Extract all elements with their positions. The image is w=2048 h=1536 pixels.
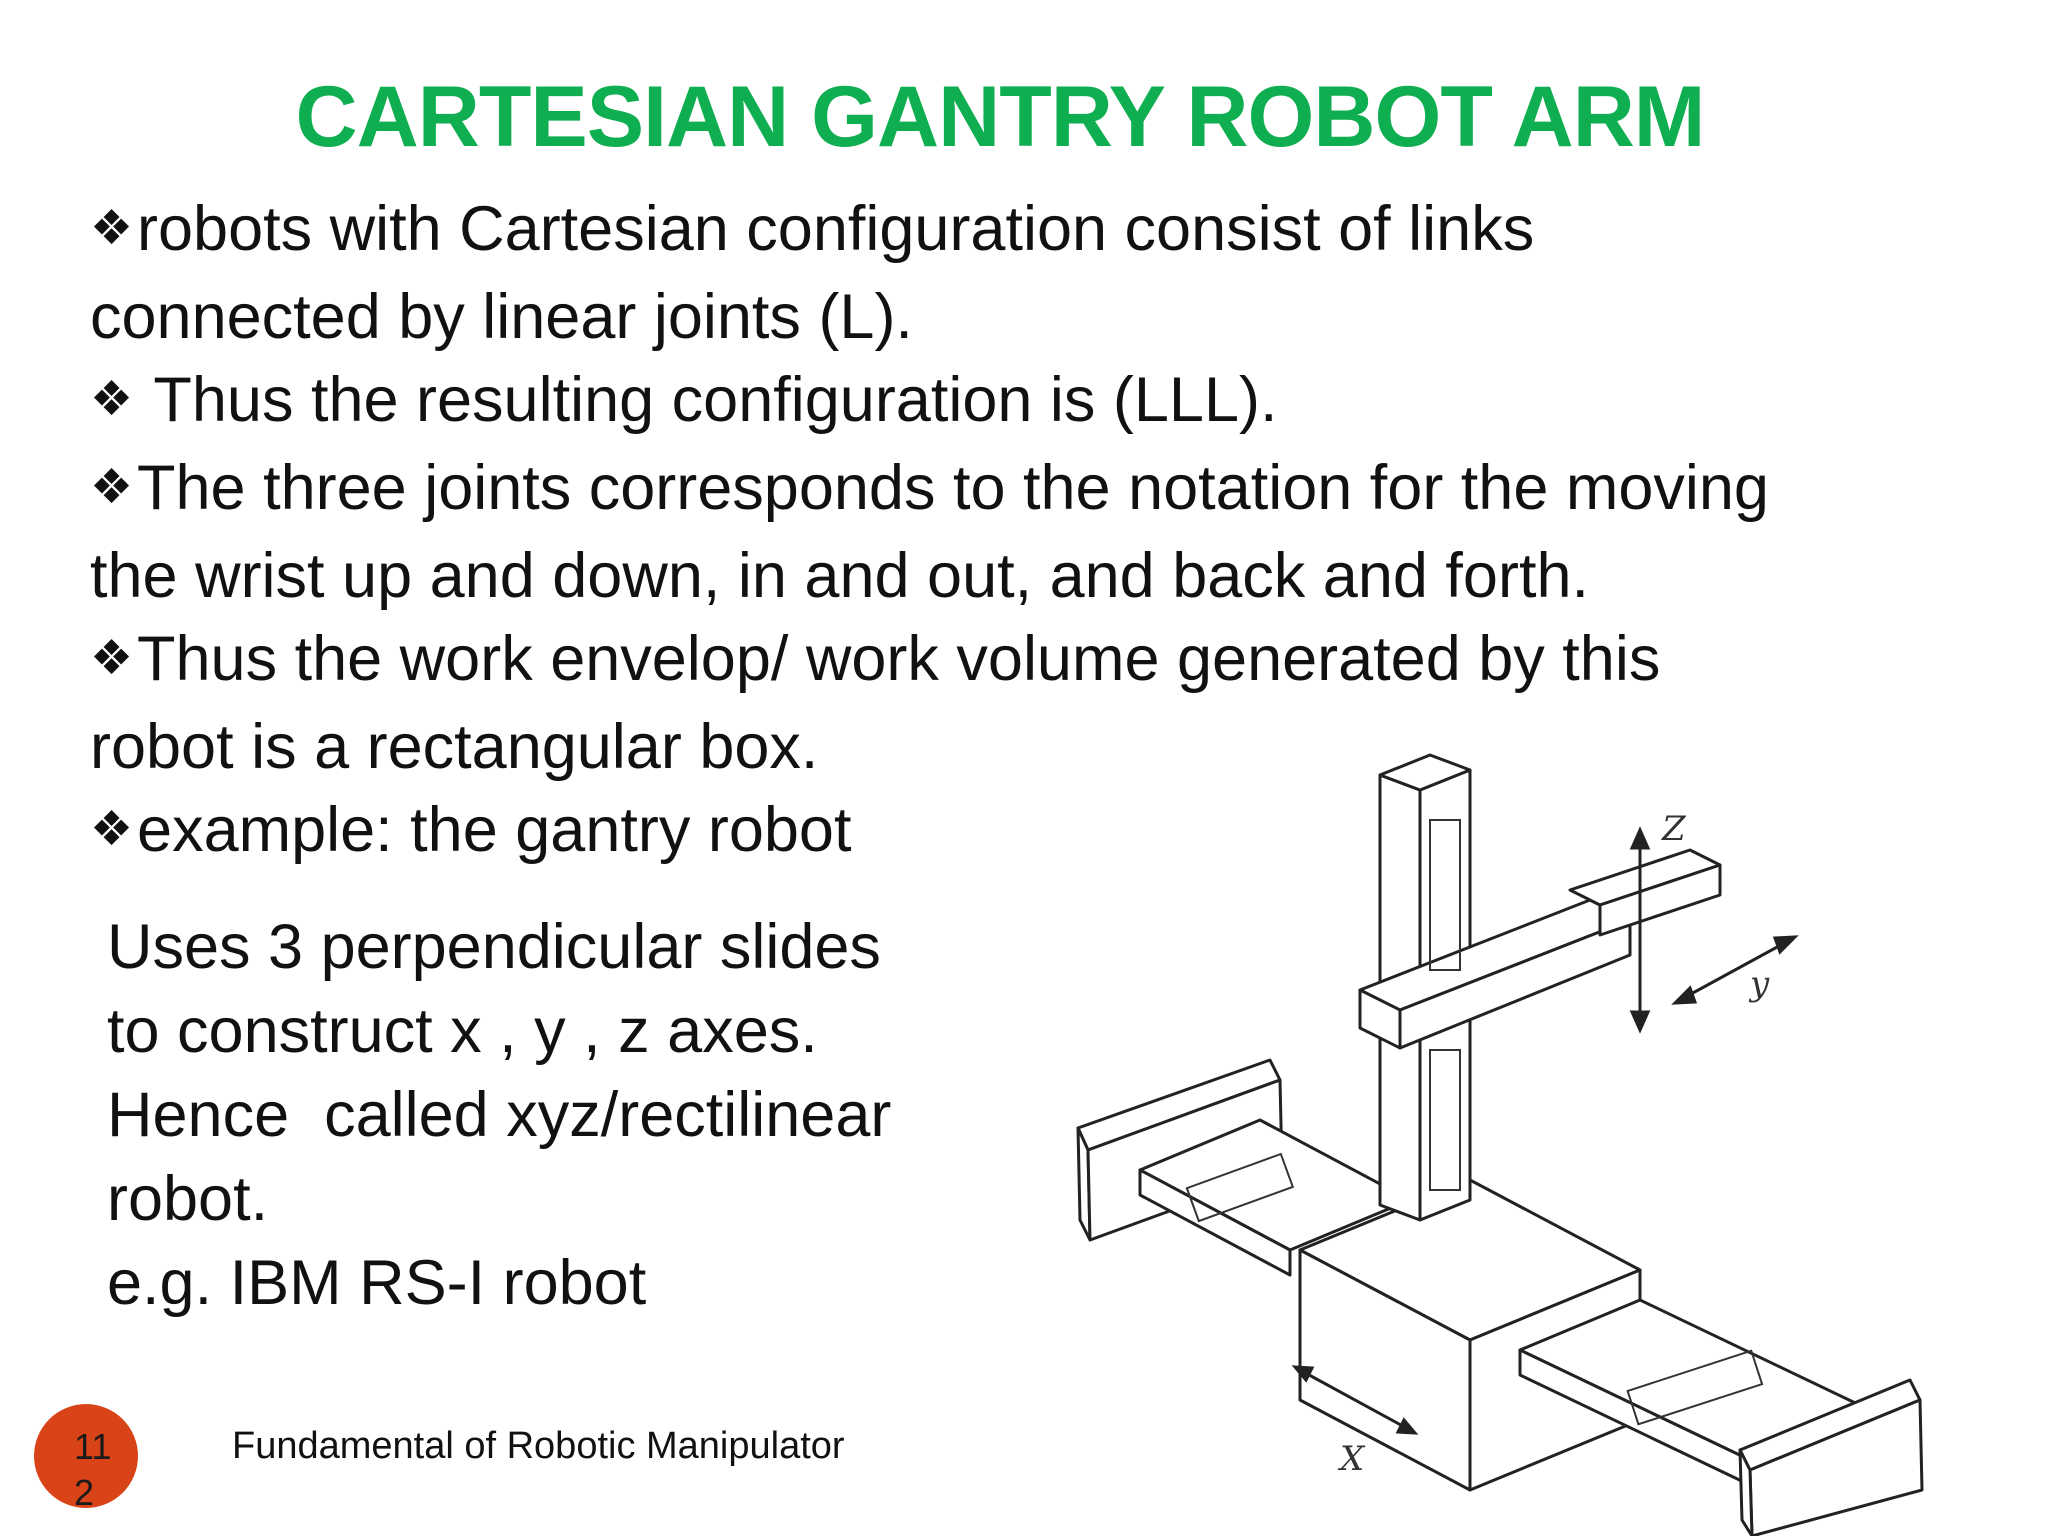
slide-footer: Fundamental of Robotic Manipulator xyxy=(232,1425,845,1467)
left-rail-side xyxy=(1138,1168,1292,1277)
arm-end xyxy=(1358,988,1402,1050)
bullet-item: ❖robots with Cartesian configuration con… xyxy=(90,188,1990,359)
description-line: robot. xyxy=(107,1164,269,1234)
wrist-front xyxy=(1598,863,1722,937)
bullet-item: ❖example: the gantry robot xyxy=(90,789,1990,877)
slide-title: CARTESIAN GANTRY ROBOT ARM xyxy=(295,69,1706,165)
bullet-line: robot is a rectangular box. xyxy=(90,712,819,782)
slide-number: 112 xyxy=(74,1426,112,1513)
description-line: Uses 3 perpendicular slides xyxy=(107,912,881,982)
diamond-bullet-icon: ❖ xyxy=(90,630,134,686)
bullet-item: ❖ Thus the resulting configuration is (L… xyxy=(90,359,1990,447)
gantry-robot-diagram: Z y X xyxy=(1076,753,1924,1536)
bullet-line: The three joints corresponds to the nota… xyxy=(137,453,1769,523)
right-end-plate-face xyxy=(1738,1448,1754,1536)
bullet-line: connected by linear joints (L). xyxy=(90,282,913,352)
diamond-bullet-icon: ❖ xyxy=(90,801,134,857)
y-axis-arrow xyxy=(1679,938,1791,1002)
x-axis-arrow xyxy=(1299,1368,1411,1432)
bullet-line: example: the gantry robot xyxy=(137,795,852,865)
z-axis-label: Z xyxy=(1661,809,1687,849)
bullet-line: Thus the resulting configuration is (LLL… xyxy=(137,365,1278,435)
bullet-line: the wrist up and down, in and out, and b… xyxy=(90,541,1589,611)
column-top xyxy=(1378,753,1472,792)
description-line: Hence called xyz/rectilinear xyxy=(107,1080,892,1150)
y-axis-label: y xyxy=(1748,964,1770,1004)
slide-number-badge xyxy=(34,1404,138,1508)
left-rail-rack xyxy=(1185,1152,1295,1223)
description-line: to construct x , y , z axes. xyxy=(107,996,818,1066)
diamond-bullet-icon: ❖ xyxy=(90,200,134,256)
bullet-line: Thus the work envelop/ work volume gener… xyxy=(137,624,1661,694)
diamond-bullet-icon: ❖ xyxy=(90,459,134,515)
right-rail-rack xyxy=(1626,1349,1764,1426)
description-block: Uses 3 perpendicular slides to construct… xyxy=(107,905,1007,1325)
diamond-bullet-icon: ❖ xyxy=(90,371,134,427)
column-rack xyxy=(1429,819,1461,971)
bullet-item: ❖The three joints corresponds to the not… xyxy=(90,447,1990,618)
bullet-item: ❖Thus the work envelop/ work volume gene… xyxy=(90,618,1990,789)
bullet-line: robots with Cartesian configuration cons… xyxy=(137,194,1535,264)
column-rack-lower xyxy=(1429,1049,1461,1191)
x-axis-label: X xyxy=(1337,1439,1366,1479)
description-line: e.g. IBM RS-I robot xyxy=(107,1248,647,1318)
bullet-list: ❖robots with Cartesian configuration con… xyxy=(90,188,1990,877)
